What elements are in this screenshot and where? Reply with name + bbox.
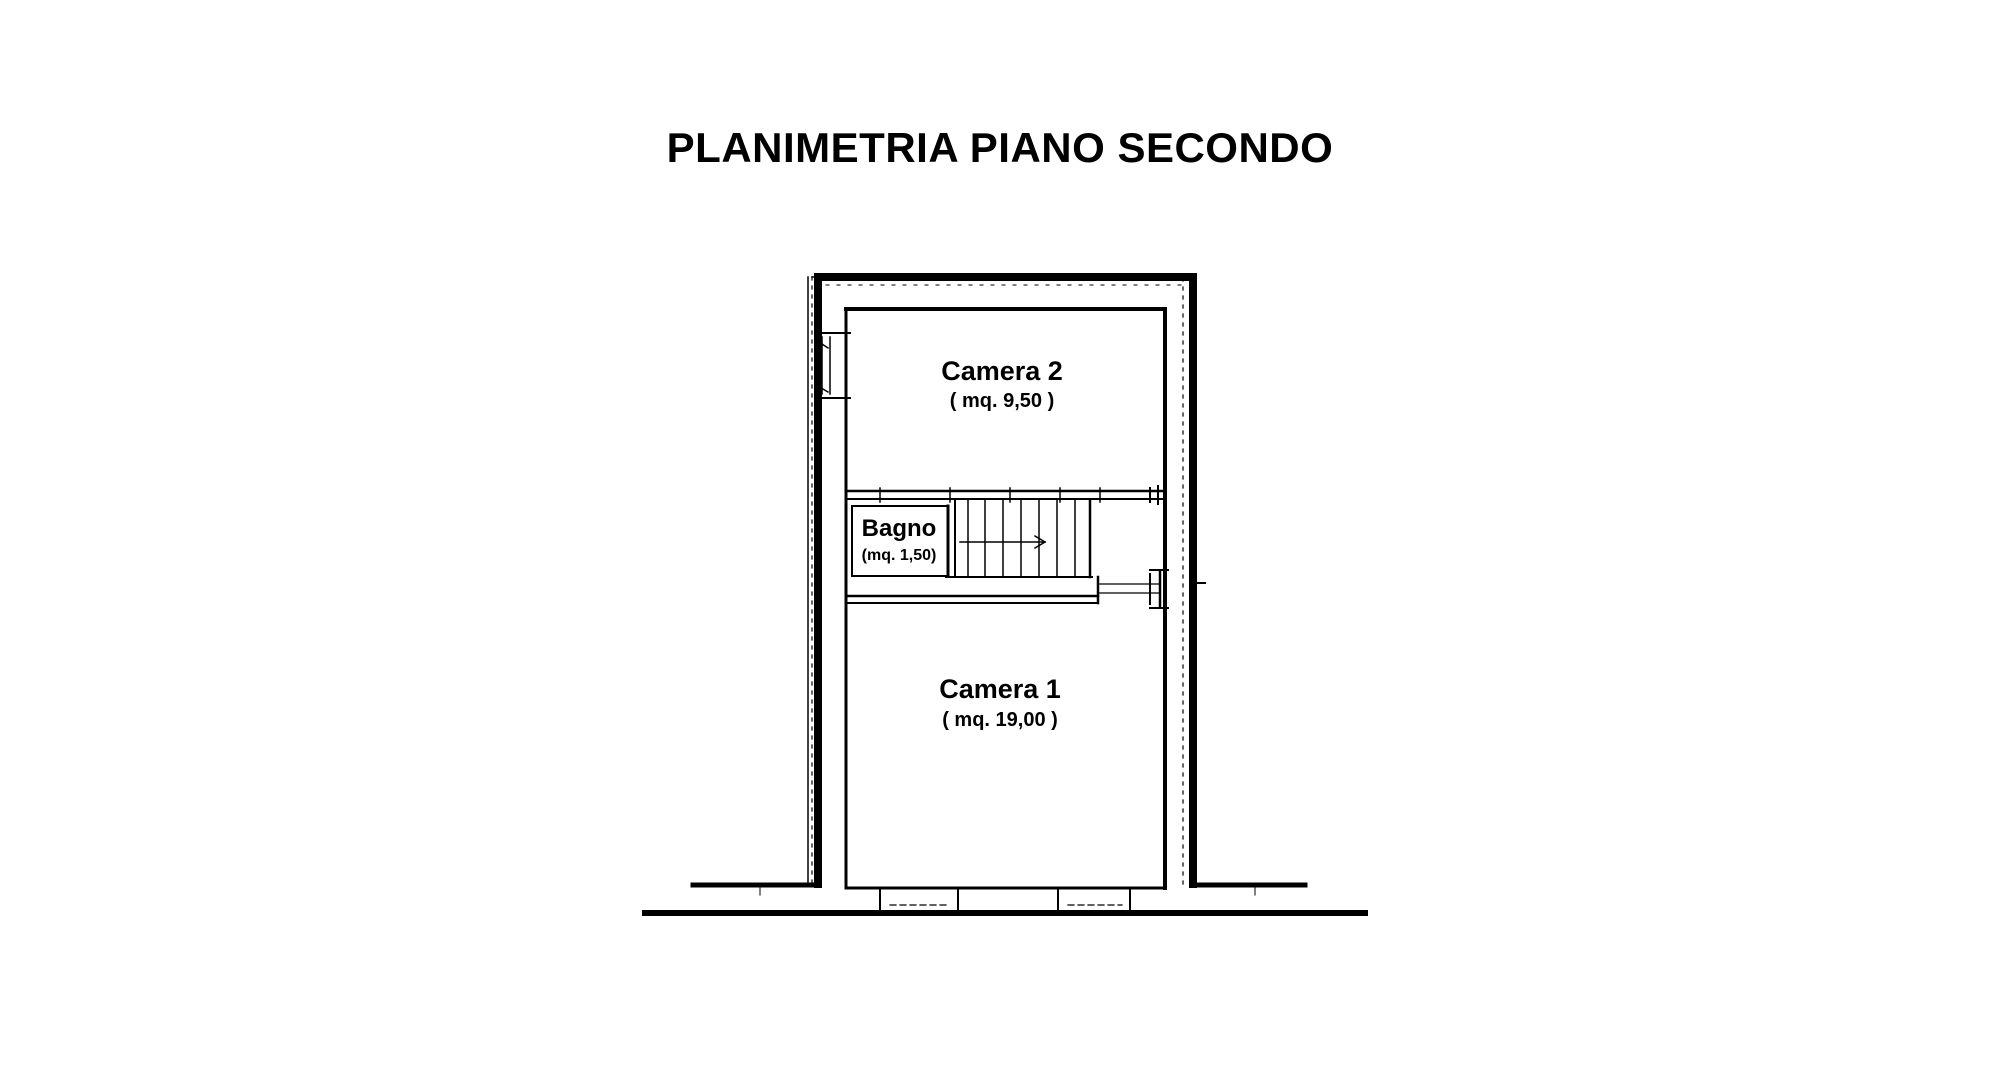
window-left xyxy=(814,332,851,399)
partition-lower xyxy=(844,570,1206,608)
bottom-openings xyxy=(879,889,1131,913)
bagno-label: Bagno xyxy=(862,515,937,542)
bagno-box xyxy=(851,504,950,578)
camera2-label: Camera 2 xyxy=(941,356,1063,386)
adjacent-walls xyxy=(642,882,1368,916)
door-right xyxy=(1149,569,1169,609)
partition-upper xyxy=(844,485,1167,505)
camera2-area: ( mq. 9,50 ) xyxy=(950,390,1054,412)
camera1-area: ( mq. 19,00 ) xyxy=(942,709,1058,731)
inner-wall xyxy=(844,307,1167,890)
outer-wall xyxy=(807,273,1197,888)
bagno-area: (mq. 1,50) xyxy=(862,547,937,564)
staircase xyxy=(945,498,1093,579)
camera1-label: Camera 1 xyxy=(939,674,1061,704)
plan-title: PLANIMETRIA PIANO SECONDO xyxy=(666,124,1334,171)
